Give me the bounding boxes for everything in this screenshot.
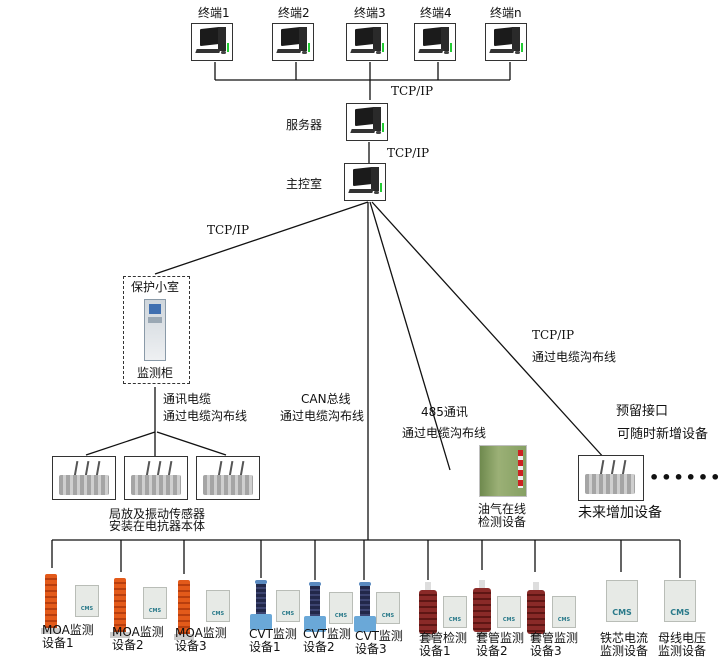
terminal-label-2: 终端2 [278,6,310,20]
bushing-cms-unit-3[interactable]: CMS [552,596,576,628]
device-label-2a: MOA监测 [112,625,164,639]
main-control-label: 主控室 [286,177,323,191]
protection-room-box [123,276,190,384]
device-label-1a: MOA监测 [42,623,94,637]
bushing-1[interactable] [417,582,439,642]
terminal-computer-3[interactable] [346,23,388,61]
tcpip-future-routing: 通过电缆沟布线 [532,350,617,364]
bushing-3[interactable] [525,582,547,642]
more-devices-ellipsis: •••••• [649,468,723,487]
moa-arrester-1[interactable] [41,570,61,636]
bushing-cms-unit-2[interactable]: CMS [497,596,521,628]
main-to-protection-line [154,201,369,275]
tcpip-future-label: TCP/IP [532,328,575,342]
terminal-computer-1[interactable] [191,23,233,61]
oil-gas-label-1: 油气在线 [478,502,527,516]
moa-cms-unit-3[interactable]: CMS [206,590,230,622]
device-label-4b: 设备1 [249,640,281,654]
link-label-main-protection: TCP/IP [207,223,250,237]
terminal-computer-4[interactable] [414,23,456,61]
device-label-9a: 套管监测 [530,631,579,645]
bushing-2[interactable] [471,580,493,640]
main-control-computer[interactable] [344,163,386,201]
server-computer[interactable] [346,103,388,141]
reactor-sensor-2[interactable] [124,456,188,500]
can-bus-routing: 通过电缆沟布线 [280,409,365,423]
bushing-cms-unit-1[interactable]: CMS [443,596,467,628]
moa-arrester-2[interactable] [110,574,130,640]
terminal-label-3: 终端3 [354,6,386,20]
cabinet-link-line1: 通讯电缆 [163,392,212,406]
device-label-11a: 母线电压 [658,631,707,645]
moa-cms-unit-2[interactable]: CMS [143,587,167,619]
device-label-10b: 监测设备 [600,644,649,658]
rs485-label: 485通讯 [421,405,468,419]
device-label-7a: 套管检测 [419,631,468,645]
reactor-sensor-1[interactable] [52,456,116,500]
device-label-6a: CVT监测 [355,629,403,643]
terminal-label-1: 终端1 [198,6,230,20]
cvt-3[interactable] [354,582,376,634]
reactor-sensor-label-1: 局放及振动传感器 [109,507,206,521]
future-device[interactable] [578,455,644,501]
device-label-3b: 设备3 [175,639,207,653]
protection-room-title: 保护小室 [131,280,180,294]
reserved-interface-label: 预留接口 [616,404,669,419]
device-label-2b: 设备2 [112,638,144,652]
reserved-interface-note: 可随时新增设备 [617,427,709,442]
device-label-3a: MOA监测 [175,626,227,640]
bus-voltage-cms-unit[interactable]: CMS [664,580,696,622]
cvt-cms-unit-2[interactable]: CMS [329,592,353,624]
sensor-branch-left [85,431,156,456]
device-label-8b: 设备2 [476,644,508,658]
device-label-7b: 设备1 [419,644,451,658]
rs485-line [369,201,451,471]
cabinet-link-line2: 通过电缆沟布线 [163,409,248,423]
device-label-4a: CVT监测 [249,627,297,641]
monitoring-cabinet[interactable] [144,299,166,361]
rs485-routing: 通过电缆沟布线 [402,426,487,440]
cvt-cms-unit-1[interactable]: CMS [276,590,300,622]
moa-cms-unit-1[interactable]: CMS [75,585,99,617]
monitoring-cabinet-label: 监测柜 [137,366,174,380]
oil-gas-label-2: 检测设备 [478,515,527,529]
sensor-branch-right [156,431,227,456]
future-device-label: 未来增加设备 [578,505,662,521]
cvt-2[interactable] [304,582,326,634]
can-bus-label: CAN总线 [301,392,351,406]
reactor-sensor-3[interactable] [196,456,260,500]
moa-arrester-3[interactable] [174,576,194,642]
core-current-cms-unit[interactable]: CMS [606,580,638,622]
terminal-computer-2[interactable] [272,23,314,61]
cvt-1[interactable] [250,580,272,632]
server-label: 服务器 [286,118,323,132]
device-label-5b: 设备2 [303,640,335,654]
device-label-5a: CVT监测 [303,627,351,641]
link-label-terminals-server: TCP/IP [391,84,434,98]
device-label-8a: 套管监测 [476,631,525,645]
tcpip-future-line [371,201,616,471]
device-label-10a: 铁芯电流 [600,631,649,645]
device-label-1b: 设备1 [42,636,74,650]
terminal-label-n: 终端n [490,6,522,20]
terminal-computer-n[interactable] [485,23,527,61]
cvt-cms-unit-3[interactable]: CMS [376,592,400,624]
device-label-11b: 监测设备 [658,644,707,658]
oil-gas-monitor[interactable] [479,445,527,497]
terminal-label-4: 终端4 [420,6,452,20]
device-label-6b: 设备3 [355,642,387,656]
reactor-sensor-label-2: 安装在电抗器本体 [109,519,206,533]
link-label-server-main: TCP/IP [387,146,430,160]
device-label-9b: 设备3 [530,644,562,658]
